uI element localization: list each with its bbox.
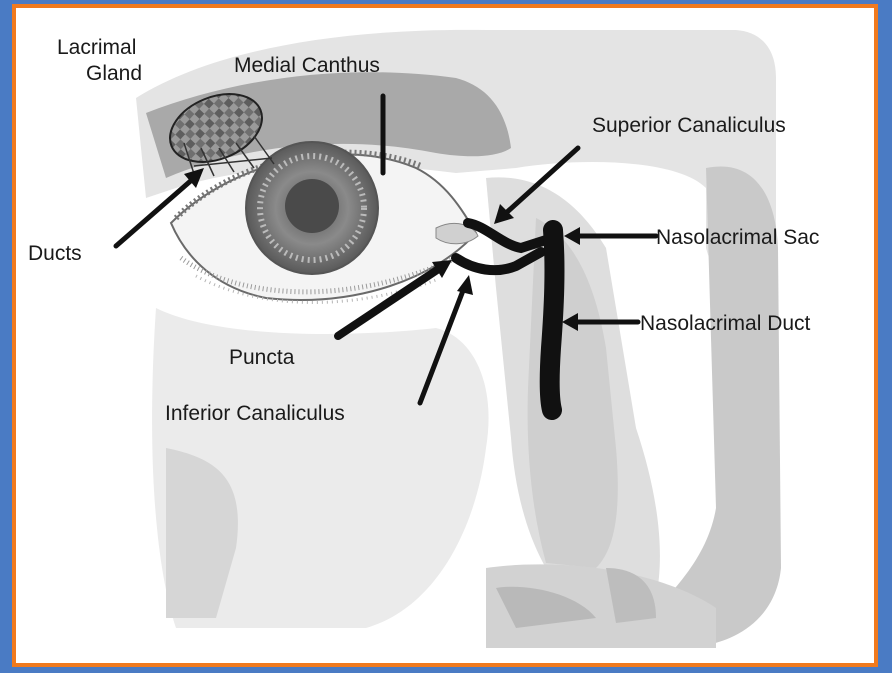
lacrimal-gland-label-line2: Gland xyxy=(86,62,142,85)
nasolacrimal-sac-label: Nasolacrimal Sac xyxy=(656,226,819,249)
nasolacrimal-duct-label: Nasolacrimal Duct xyxy=(640,312,811,335)
ducts-label: Ducts xyxy=(28,242,82,265)
inferior-canaliculus-label: Inferior Canaliculus xyxy=(165,402,345,425)
puncta-label: Puncta xyxy=(229,346,295,369)
medial-canthus-label: Medial Canthus xyxy=(234,54,380,77)
pupil xyxy=(285,179,339,233)
nasolacrimal-sac-duct-shape xyxy=(550,230,555,410)
lacrimal-anatomy-diagram: Lacrimal Gland Medial Canthus Superior C… xyxy=(16,8,874,663)
diagram-panel: Lacrimal Gland Medial Canthus Superior C… xyxy=(12,4,878,667)
inferior-canaliculus-arrowhead xyxy=(457,275,473,295)
superior-canaliculus-label: Superior Canaliculus xyxy=(592,114,786,137)
lacrimal-gland-label-line1: Lacrimal xyxy=(57,36,136,59)
